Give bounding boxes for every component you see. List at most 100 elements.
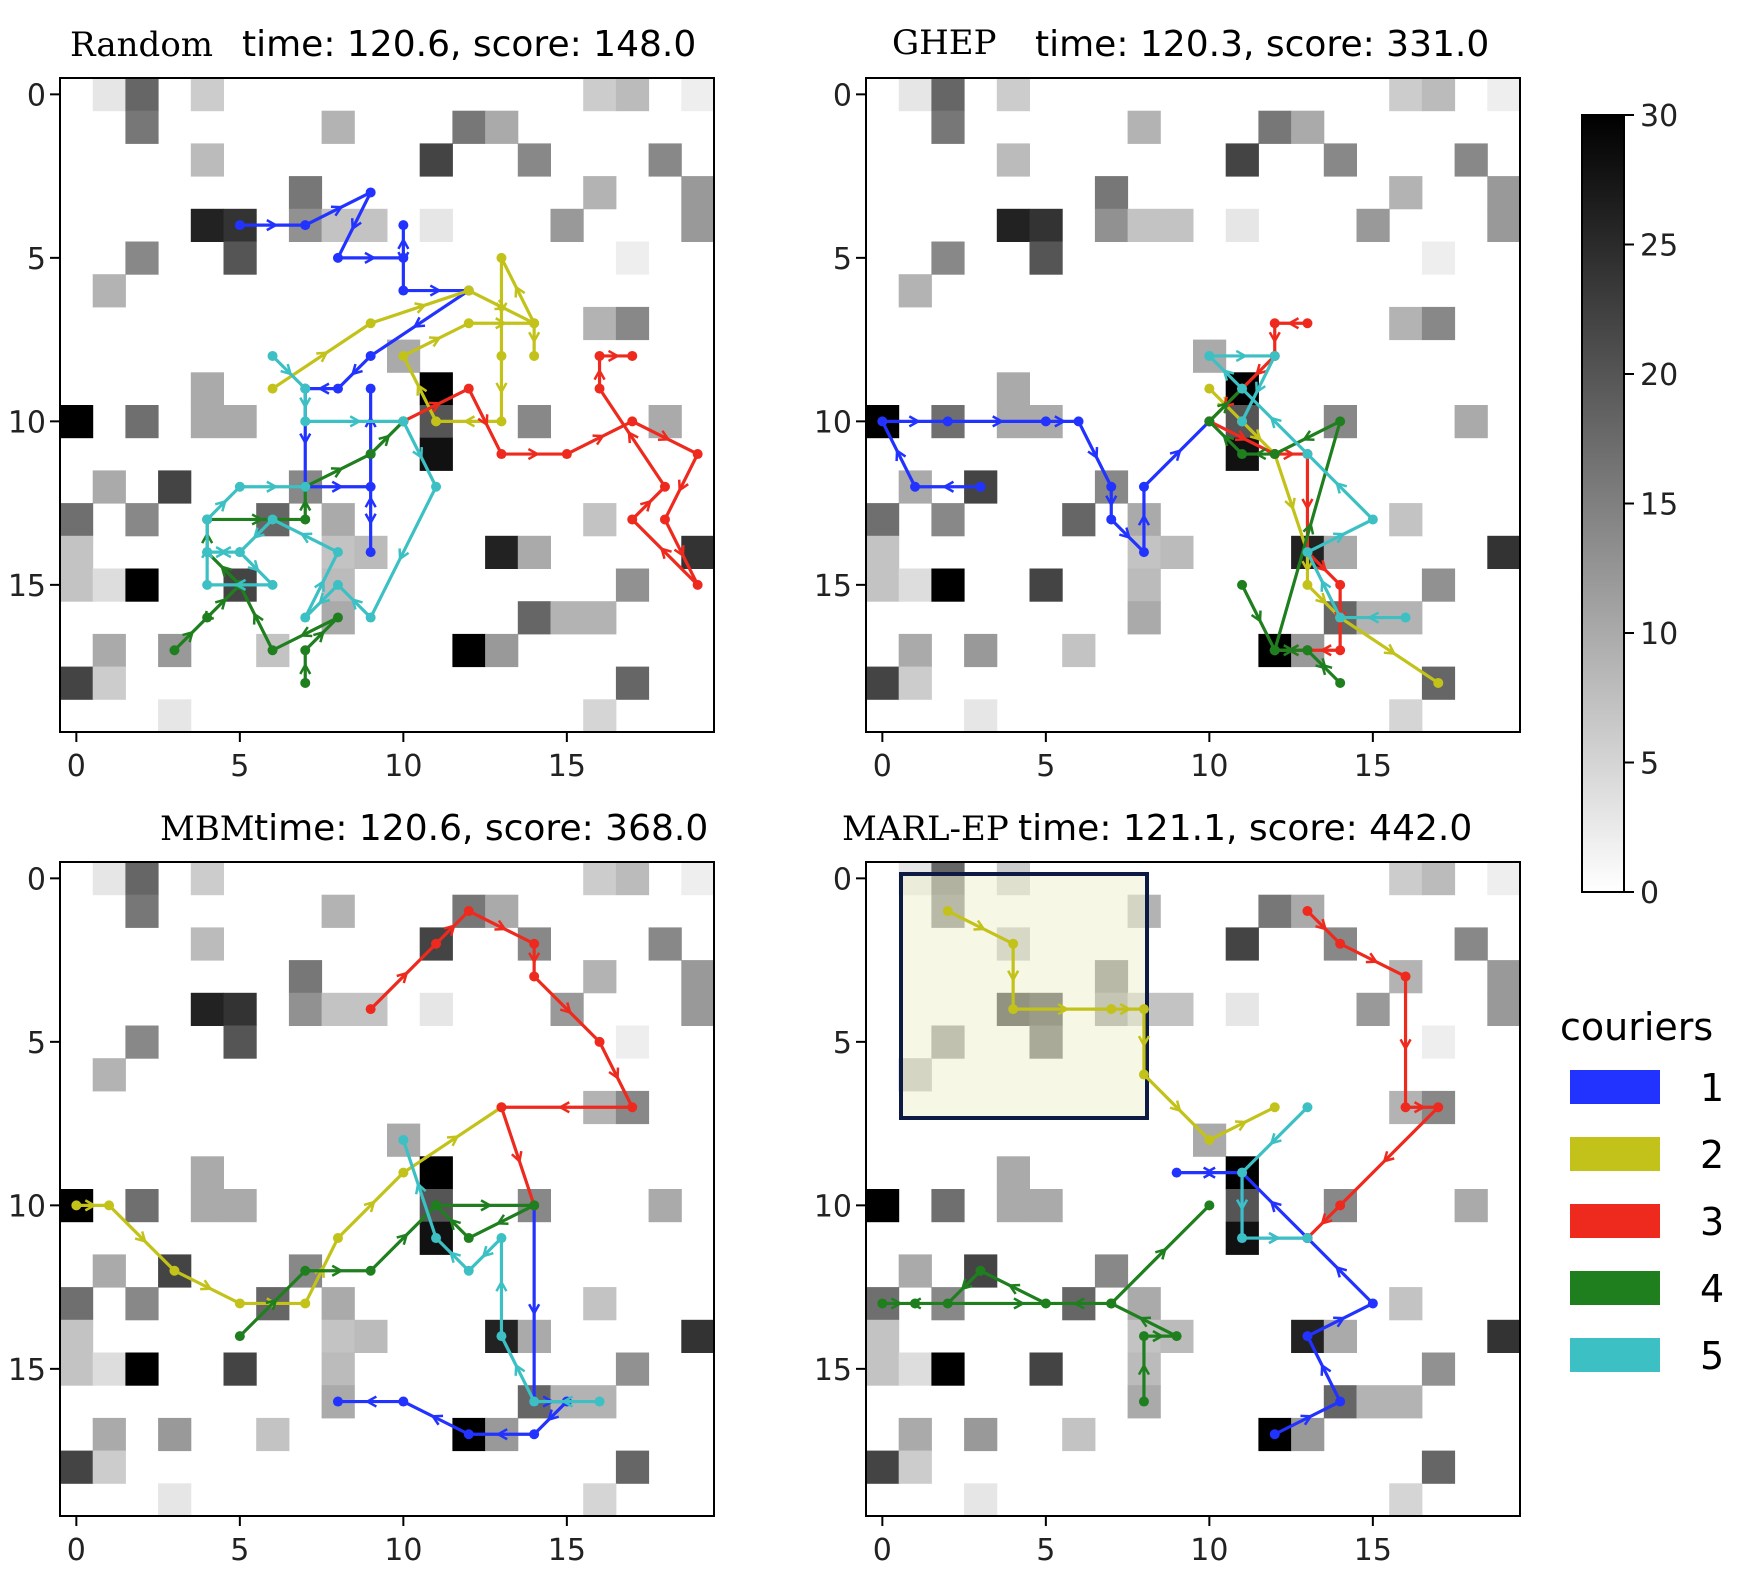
route-point xyxy=(463,1429,474,1440)
route-arrowhead xyxy=(414,1181,427,1195)
heatmap-cell xyxy=(60,405,94,439)
heatmap-cell xyxy=(1389,1385,1423,1419)
route-arrowhead xyxy=(1269,1132,1282,1146)
route-arrowhead xyxy=(331,1264,344,1277)
route-arrowhead xyxy=(1268,1231,1281,1245)
heatmap-cell xyxy=(1421,78,1456,112)
heatmap-cell xyxy=(615,1450,650,1484)
heatmap-cell xyxy=(288,176,323,210)
x-tick-label: 10 xyxy=(384,1533,422,1568)
route-point xyxy=(1335,645,1346,656)
heatmap-cell xyxy=(898,1417,932,1452)
y-tick-label: 15 xyxy=(8,569,46,604)
route-arrowhead xyxy=(1152,1330,1165,1343)
heatmap-cell xyxy=(1487,992,1521,1026)
route-point xyxy=(496,449,507,460)
heatmap-grid xyxy=(866,862,1521,1517)
x-tick-label: 5 xyxy=(230,1533,249,1568)
route-arrowhead xyxy=(330,467,344,478)
route-arrowhead xyxy=(299,532,313,544)
courier-route-line xyxy=(239,190,471,554)
route-arrowhead xyxy=(495,1279,508,1292)
x-tick-label: 15 xyxy=(548,749,586,784)
route-arrowhead xyxy=(1333,1316,1346,1328)
heatmap-cell xyxy=(223,405,257,439)
heatmap-cell xyxy=(1487,176,1521,210)
route-arrowhead xyxy=(312,630,326,643)
y-tick-label: 15 xyxy=(814,569,852,604)
heatmap-cell xyxy=(125,503,159,537)
heatmap-cell xyxy=(1127,568,1161,602)
route-arrowhead xyxy=(1286,644,1300,657)
route-arrowhead xyxy=(557,1101,570,1114)
colorbar-tick-label: 0 xyxy=(1640,876,1659,911)
heatmap-cell xyxy=(996,1189,1030,1223)
heatmap-cell xyxy=(996,208,1030,242)
route-arrowhead xyxy=(547,1409,560,1422)
route-point xyxy=(463,1233,474,1244)
heatmap-cell xyxy=(517,601,551,635)
colorbar-tick-label: 30 xyxy=(1640,99,1678,134)
route-point xyxy=(1138,1069,1149,1080)
route-point xyxy=(1367,1298,1378,1309)
route-arrowhead xyxy=(528,331,541,344)
route-point xyxy=(496,252,507,263)
heatmap-cell xyxy=(964,699,998,733)
heatmap-cell xyxy=(485,633,519,668)
legend-swatch xyxy=(1570,1338,1660,1372)
route-arrowhead xyxy=(992,415,1005,428)
route-arrowhead xyxy=(316,351,329,363)
heatmap-cell xyxy=(1421,568,1456,602)
colorbar-tick-label: 10 xyxy=(1640,617,1678,652)
route-arrowhead xyxy=(299,626,313,638)
route-arrowhead xyxy=(462,415,476,428)
route-arrowhead xyxy=(1382,1150,1395,1164)
heatmap-cell xyxy=(1454,405,1488,439)
heatmap-cell xyxy=(1094,1254,1129,1288)
stats-title: time: 121.1, score: 442.0 xyxy=(1018,808,1472,849)
route-point xyxy=(594,1036,605,1047)
route-arrowhead xyxy=(448,1250,462,1264)
heatmap-cell xyxy=(615,1352,650,1386)
heatmap-cell xyxy=(1454,1189,1488,1223)
route-point xyxy=(1138,547,1149,558)
heatmap-cell xyxy=(681,78,715,112)
route-point xyxy=(1106,1004,1117,1015)
route-point xyxy=(1400,1102,1411,1113)
heatmap-cell xyxy=(517,535,551,569)
route-point xyxy=(332,579,343,590)
route-arrowhead xyxy=(1301,560,1314,573)
route-point xyxy=(942,416,953,427)
route-point xyxy=(398,252,409,263)
route-arrowhead xyxy=(350,363,363,376)
route-arrowhead xyxy=(1399,1038,1412,1051)
route-point xyxy=(365,383,376,394)
heatmap-cell xyxy=(931,241,965,275)
route-arrowhead xyxy=(1335,1265,1348,1278)
heatmap-cell xyxy=(615,666,650,700)
heatmap-cell xyxy=(1062,633,1096,668)
route-point xyxy=(942,1298,953,1309)
legend-label: 3 xyxy=(1700,1200,1724,1244)
route-point xyxy=(202,514,213,525)
route-arrowhead xyxy=(396,1232,409,1246)
heatmap-cell xyxy=(321,1352,355,1386)
courier-route-line xyxy=(271,256,536,423)
route-point xyxy=(398,416,409,427)
route-arrowhead xyxy=(481,1245,494,1258)
route-arrowhead xyxy=(593,368,606,381)
route-point xyxy=(659,481,670,492)
heatmap-cell xyxy=(866,1189,900,1223)
highlight-region-box xyxy=(899,872,1149,1120)
route-arrowhead xyxy=(429,284,442,297)
route-point xyxy=(1138,1396,1149,1407)
plot-frame xyxy=(865,77,1521,733)
heatmap-cell xyxy=(866,1450,900,1484)
heatmap-cell xyxy=(550,601,584,635)
heatmap-cell xyxy=(190,78,224,112)
route-arrowhead xyxy=(1301,498,1314,511)
heatmap-cell xyxy=(190,143,224,177)
